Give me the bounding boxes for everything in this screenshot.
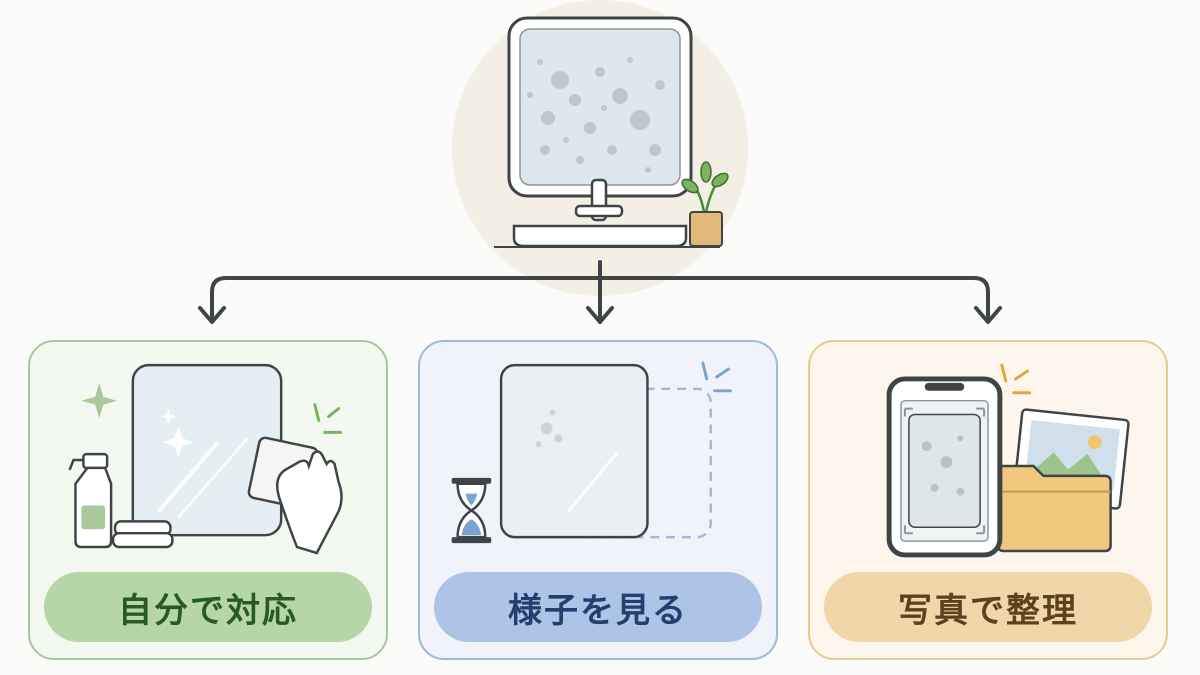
option-label: 様子を見る: [434, 572, 762, 642]
option-label: 写真で整理: [824, 572, 1152, 642]
branch-arrows: [198, 260, 1002, 324]
option-card-photo[interactable]: 写真で整理: [808, 340, 1168, 660]
option-card-wait[interactable]: 様子を見る: [418, 340, 778, 660]
option-label: 自分で対応: [44, 572, 372, 642]
plant-icon: [681, 161, 729, 247]
smartphone-icon: [886, 376, 1003, 558]
cleaning-icon: [68, 363, 343, 555]
option-card-self-clean[interactable]: 自分で対応: [28, 340, 388, 660]
water-spots-icon: [527, 57, 665, 173]
folder-icon: [996, 464, 1112, 553]
sink-icon: [512, 224, 688, 248]
photo-folder-icon: [886, 363, 1130, 558]
towel-icon: [111, 520, 174, 549]
wait-illustration: [451, 361, 732, 544]
mirror-icon: [499, 363, 649, 539]
top-illustration: [198, 0, 1002, 324]
faucet-icon: [574, 178, 624, 222]
spray-bottle-icon: [68, 452, 113, 549]
hourglass-icon: [451, 477, 492, 544]
